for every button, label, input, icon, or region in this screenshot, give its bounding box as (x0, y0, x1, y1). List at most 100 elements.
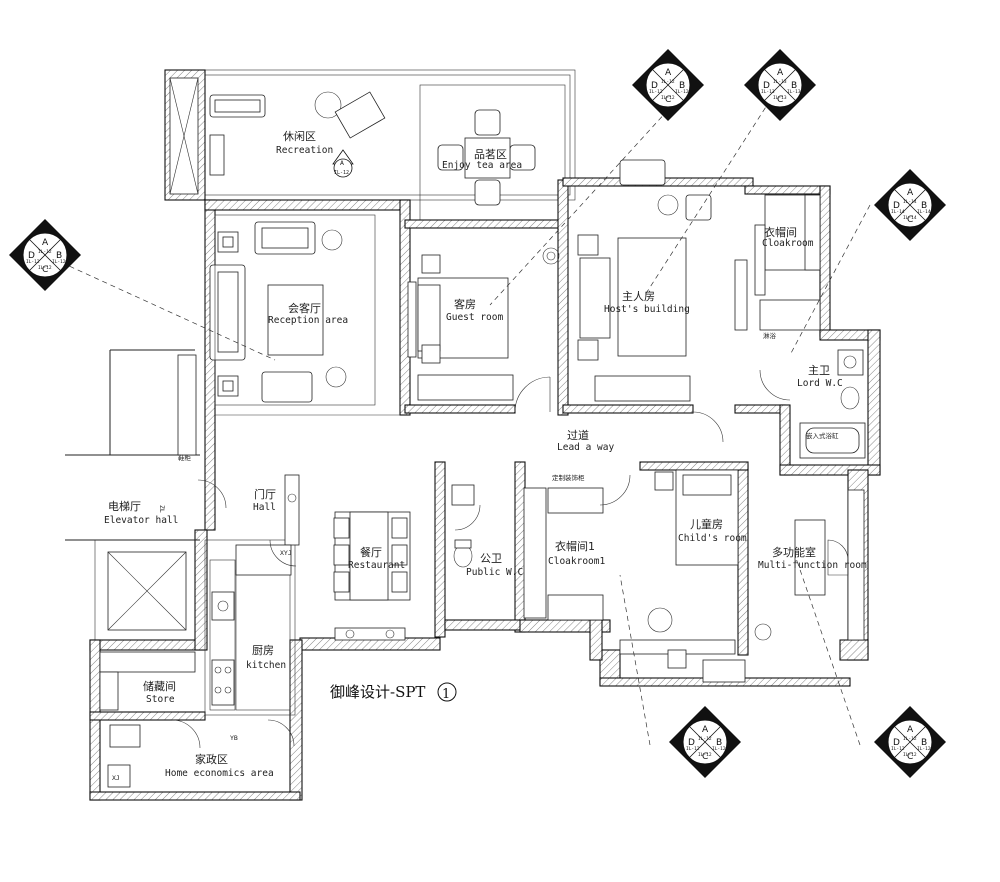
label-reception-cn: 会客厅 (288, 301, 321, 315)
marker-letter: D (893, 201, 900, 211)
marker-letter: B (791, 81, 797, 91)
note-xj: XJ (112, 774, 120, 782)
label-tea-cn: 品茗区 (474, 148, 507, 161)
label-guest-en: Guest room (446, 312, 503, 323)
label-lord-wc-en: Lord W.C (797, 378, 843, 389)
label-restaurant-en: Restaurant (348, 560, 405, 571)
marker-code: IL-12 (38, 249, 52, 255)
small-elevation-marker: A IL-12 (332, 149, 354, 178)
marker-letter: D (28, 251, 35, 261)
label-cloak1-cn: 衣帽间1 (555, 539, 595, 553)
marker-code: IL-14 (917, 209, 931, 215)
marker-letter: D (893, 738, 900, 748)
label-child-cn: 儿童房 (690, 517, 723, 531)
marker-code: IL-12 (38, 265, 52, 271)
label-host-en: Host's building (604, 304, 690, 315)
note-bathtub: 嵌入式浴缸 (806, 431, 839, 440)
marker-letter: C (777, 95, 783, 105)
marker-code: IL-13 (773, 95, 787, 101)
note-shower: 淋浴 (763, 331, 777, 340)
marker-code: IL-12 (698, 752, 712, 758)
marker-code: IL-14 (903, 199, 917, 205)
label-kitchen-en: kitchen (246, 660, 286, 671)
marker-code: IL-12 (649, 89, 663, 95)
label-elevator-cn: 电梯厅 (108, 500, 141, 513)
marker-code: IL-13 (761, 89, 775, 95)
title-text: 御峰设计-SPT (330, 683, 425, 701)
label-cloak-main-cn: 衣帽间 (764, 225, 797, 239)
marker-code: IL-13 (773, 79, 787, 85)
label-hall-cn: 门厅 (254, 487, 276, 501)
drawing-title: 御峰设计-SPT 1 (330, 682, 457, 702)
marker-letter: C (42, 265, 48, 275)
marker-code: IL-13 (787, 89, 801, 95)
label-store-en: Store (146, 694, 175, 705)
marker-code: IL-14 (891, 209, 905, 215)
index-leaders (44, 84, 871, 746)
marker-code: IL-12 (712, 746, 726, 752)
label-child-en: Child's room (678, 533, 747, 544)
note-zl: ZL (158, 505, 166, 513)
marker-letter: B (716, 738, 722, 748)
label-recreation-cn: 休闲区 (283, 129, 316, 143)
marker-letter: A (907, 188, 914, 198)
label-restaurant-cn: 餐厅 (360, 545, 382, 559)
note-xy: XYJ (280, 549, 292, 557)
marker-letter: D (651, 81, 658, 91)
label-lead-way-en: Lead a way (557, 442, 614, 453)
door-swings (171, 369, 791, 749)
label-tea-en: Enjoy tea area (442, 160, 522, 171)
note-wardrobe: 定制装饰柜 (552, 473, 585, 482)
marker-code: IL-12 (917, 746, 931, 752)
marker-code: IL-12 (698, 736, 712, 742)
marker-letter: A (665, 68, 672, 78)
marker-code: IL-12 (661, 95, 675, 101)
label-multi-cn: 多功能室 (772, 545, 816, 559)
walls (65, 69, 881, 801)
label-store-cn: 储藏间 (143, 679, 176, 693)
room-labels: 休闲区 Recreation 品茗区 Enjoy tea area 会客厅 Re… (104, 129, 867, 779)
marker-code: IL-12 (675, 89, 689, 95)
marker-letter: C (907, 215, 913, 225)
small-marker-letter: A (340, 159, 344, 167)
note-yb: YB (230, 734, 238, 742)
label-hall-en: Hall (253, 502, 276, 513)
label-elevator-en: Elevator hall (104, 515, 178, 526)
label-home-eco-cn: 家政区 (195, 752, 228, 766)
marker-letter: C (702, 752, 708, 762)
marker-letter: A (42, 238, 49, 248)
marker-letter: A (907, 725, 914, 735)
marker-code: IL-12 (903, 752, 917, 758)
marker-code: IL-12 (26, 259, 40, 265)
note-cabinet: 鞋柜 (178, 453, 192, 462)
label-host-cn: 主人房 (622, 290, 655, 303)
marker-letter: A (702, 725, 709, 735)
marker-code: IL-12 (661, 79, 675, 85)
marker-code: IL-12 (52, 259, 66, 265)
label-public-wc-cn: 公卫 (480, 552, 502, 565)
marker-letter: D (763, 81, 770, 91)
label-cloak-main-en: Cloakroom (762, 238, 814, 249)
label-guest-cn: 客房 (454, 297, 476, 311)
label-lead-way-cn: 过道 (567, 428, 589, 442)
marker-letter: B (921, 738, 927, 748)
label-reception-en: Reception area (268, 315, 348, 326)
marker-letter: C (665, 95, 671, 105)
marker-code: IL-12 (686, 746, 700, 752)
marker-code: IL-12 (891, 746, 905, 752)
marker-code: IL-12 (903, 736, 917, 742)
marker-letter: A (777, 68, 784, 78)
label-kitchen-cn: 厨房 (252, 644, 274, 657)
marker-letter: B (679, 81, 685, 91)
fixture-notes: 淋浴 嵌入式浴缸 定制装饰柜 鞋柜 XYJ YB ZL XJ (112, 331, 839, 782)
label-cloak1-en: Cloakroom1 (548, 556, 605, 567)
marker-letter: D (688, 738, 695, 748)
marker-code: IL-14 (903, 215, 917, 221)
label-lord-wc-cn: 主卫 (808, 364, 830, 377)
